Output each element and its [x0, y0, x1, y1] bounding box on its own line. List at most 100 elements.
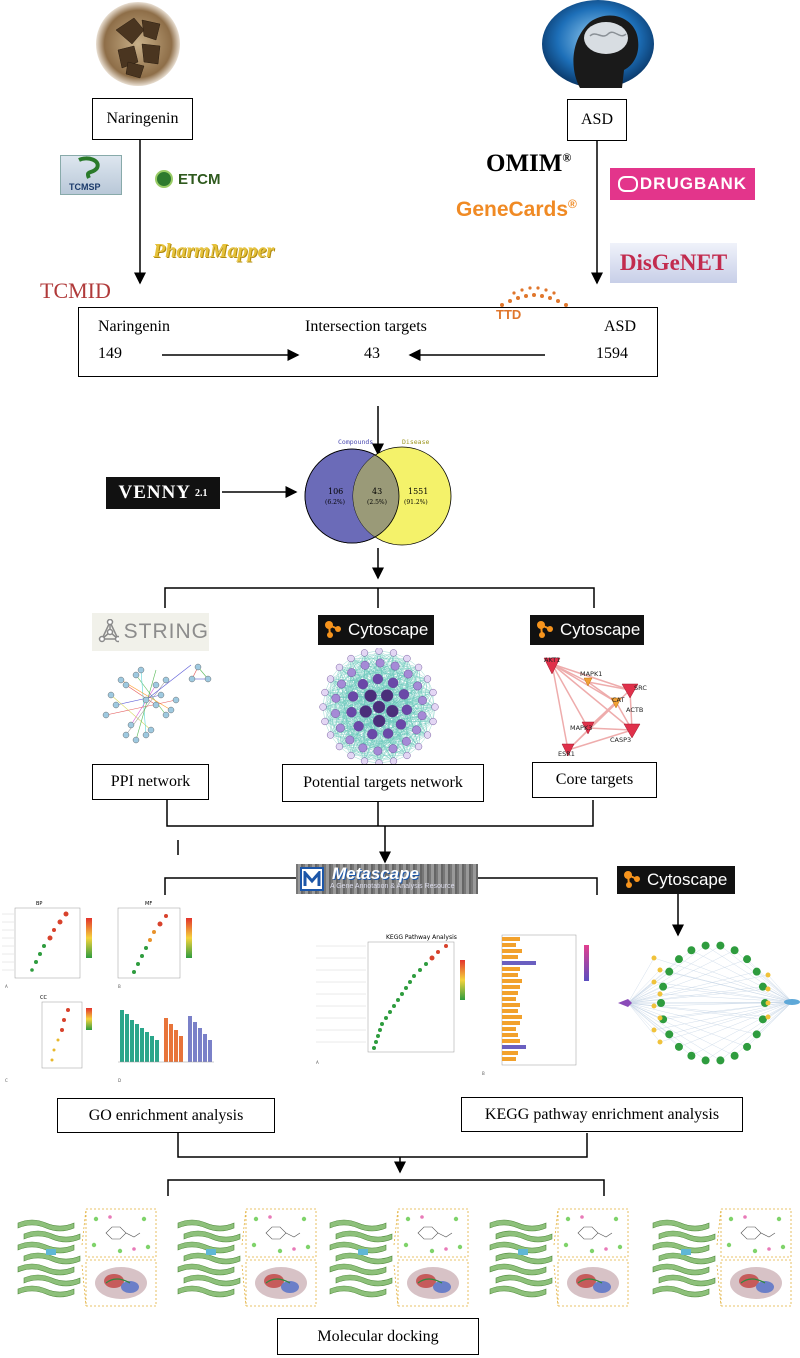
metascape-icon — [300, 867, 324, 891]
cytoscape-label-2: Cytoscape — [560, 620, 641, 639]
venn-overlap — [353, 449, 399, 543]
pathway-node — [687, 946, 696, 955]
string-network-image — [102, 663, 212, 744]
network-node — [414, 663, 423, 672]
disgenet-label: DisGeNET — [619, 250, 728, 275]
network-node — [357, 678, 369, 690]
pathway-node — [730, 946, 739, 955]
pathway-gene-node — [651, 1027, 657, 1033]
potential-network-image — [319, 648, 439, 766]
pathway-node — [701, 941, 710, 950]
string-logo: STRING — [92, 613, 209, 651]
intersection-right-value: 1594 — [596, 345, 628, 362]
metascape-label: Metascape — [332, 864, 419, 883]
venn-set-b-label: Disease — [402, 438, 429, 446]
herb-image — [96, 2, 180, 86]
cytoscape-logo-2: Cytoscape — [530, 615, 644, 645]
string-icon — [98, 619, 119, 643]
pathway-gene-node — [765, 986, 771, 992]
network-node — [401, 704, 413, 715]
core-targets-network: AKT1 MAPK1 SRC CAT ACTB MAPK3 CASP3 ESR1 — [543, 656, 647, 758]
go-enrichment-figure: BP A MF B CC C D — [2, 901, 214, 1083]
network-node — [319, 703, 327, 711]
drugbank-label: DRUGBANK — [639, 174, 748, 193]
genecards-logo: GeneCards® — [456, 197, 577, 222]
network-node — [402, 737, 411, 746]
cytoscape-icon-1 — [325, 621, 341, 638]
network-node — [335, 723, 345, 733]
core-gene-mapk1: MAPK1 — [580, 670, 602, 678]
network-node — [387, 677, 399, 689]
omim-mark: ® — [562, 150, 572, 165]
network-node — [358, 743, 368, 753]
network-node — [373, 746, 383, 756]
network-node — [337, 679, 346, 689]
pathway-node — [665, 1030, 674, 1039]
network-node — [346, 706, 357, 718]
venn-diagram: Compounds Disease 106 (6.2%) 43 (2.5%) 1… — [304, 438, 452, 546]
omim-logo: OMIM® — [486, 150, 571, 178]
network-node — [382, 728, 394, 739]
core-gene-akt1: AKT1 — [544, 656, 560, 664]
kegg-enrichment-figure: KEGG Pathway Analysis A — [316, 934, 465, 1065]
network-node — [380, 689, 394, 702]
network-node — [347, 668, 356, 677]
pathway-gene-node — [657, 991, 663, 997]
venny-logo: VENNY 2.1 — [106, 477, 220, 509]
cytoscape-icon-2 — [537, 621, 553, 638]
go-panel-d: D — [118, 1078, 121, 1083]
docking-panel — [177, 1208, 317, 1307]
tcmsp-logo: TCMSP — [60, 155, 122, 195]
venn-a-only: 106 — [328, 487, 343, 496]
metascape-logo: Metascape A Gene Annotation & Analysis R… — [296, 864, 478, 894]
bracket-docking — [167, 1179, 605, 1196]
pathway-gene-node — [651, 979, 657, 985]
network-node — [353, 721, 364, 732]
molecular-docking-box: Molecular docking — [277, 1318, 479, 1355]
go-panel-b: B — [118, 984, 121, 989]
disgenet-logo: DisGeNET — [610, 243, 737, 283]
go-panel-c: C — [5, 1078, 8, 1083]
venn-b-only-pct: (91.2%) — [404, 499, 428, 506]
network-node — [403, 654, 411, 663]
pathway-node — [674, 1042, 683, 1051]
intersection-left-label: Naringenin — [98, 318, 170, 335]
pathway-gene-node — [657, 1039, 663, 1045]
bracket-enrichment-merge — [177, 1133, 588, 1158]
drugbank-icon — [617, 176, 638, 192]
cytoscape-icon-3 — [624, 871, 640, 888]
venn-b-only: 1551 — [408, 487, 428, 496]
ttd-label: TTD — [496, 307, 522, 322]
pathway-node — [730, 1051, 739, 1060]
drugbank-logo: DRUGBANK — [610, 168, 755, 200]
network-node — [375, 648, 383, 655]
pathway-hub-left — [618, 999, 632, 1007]
go-cc-title: CC — [40, 995, 47, 1001]
network-node — [413, 681, 423, 691]
network-node — [326, 731, 335, 739]
network-node — [403, 751, 411, 760]
genecards-label: GeneCards — [456, 198, 569, 221]
network-node — [359, 705, 372, 718]
pathway-node — [758, 982, 767, 991]
metascape-tagline: A Gene Annotation & Analysis Resource — [330, 883, 455, 890]
network-node — [331, 709, 340, 718]
pathway-node — [752, 967, 761, 976]
pathway-node — [657, 999, 665, 1007]
potential-targets-box: Potential targets network — [282, 764, 484, 802]
tcmsp-label: TCMSP — [69, 182, 101, 192]
string-label: STRING — [123, 620, 209, 643]
network-node — [417, 711, 427, 721]
network-node — [372, 673, 384, 685]
pathway-hub-right — [784, 999, 800, 1005]
pathway-node — [716, 941, 725, 950]
bracket-merge — [166, 800, 594, 827]
intersection-left-value: 149 — [98, 345, 122, 362]
network-node — [347, 751, 355, 760]
kegg-title: KEGG Pathway Analysis — [386, 934, 457, 941]
etcm-label: ETCM — [178, 170, 221, 188]
ppi-network-box: PPI network — [92, 764, 209, 800]
pathway-gene-node — [657, 967, 663, 973]
network-node — [335, 663, 344, 672]
pathway-gene-node — [765, 1014, 771, 1020]
